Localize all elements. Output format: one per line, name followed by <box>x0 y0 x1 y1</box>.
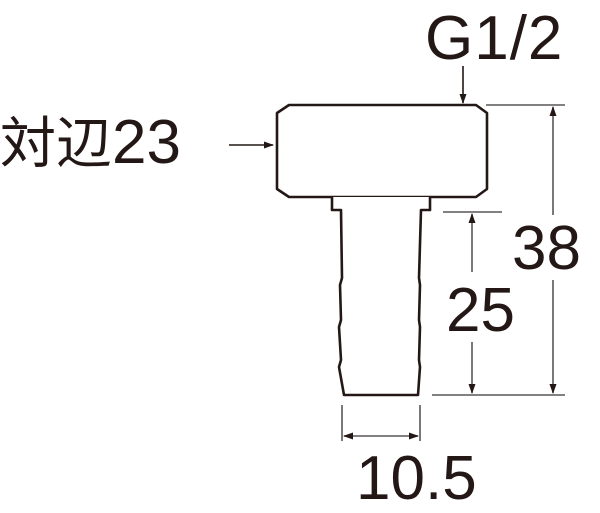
barb-stem <box>330 197 432 397</box>
barb-length-label: 25 <box>446 276 515 345</box>
tip-diameter-label: 10.5 <box>356 444 477 513</box>
tip-diameter-dimension <box>341 405 421 441</box>
total-height-dimension <box>432 104 565 396</box>
across-flats-label: 対辺23 <box>0 112 181 174</box>
barb-length-dimension <box>443 211 502 394</box>
hex-head <box>275 103 489 199</box>
total-height-label: 38 <box>512 214 581 283</box>
across-flats-value: 23 <box>112 108 181 177</box>
across-flats-prefix: 対辺 <box>0 112 112 177</box>
thread-size-label: G1/2 <box>425 4 564 73</box>
